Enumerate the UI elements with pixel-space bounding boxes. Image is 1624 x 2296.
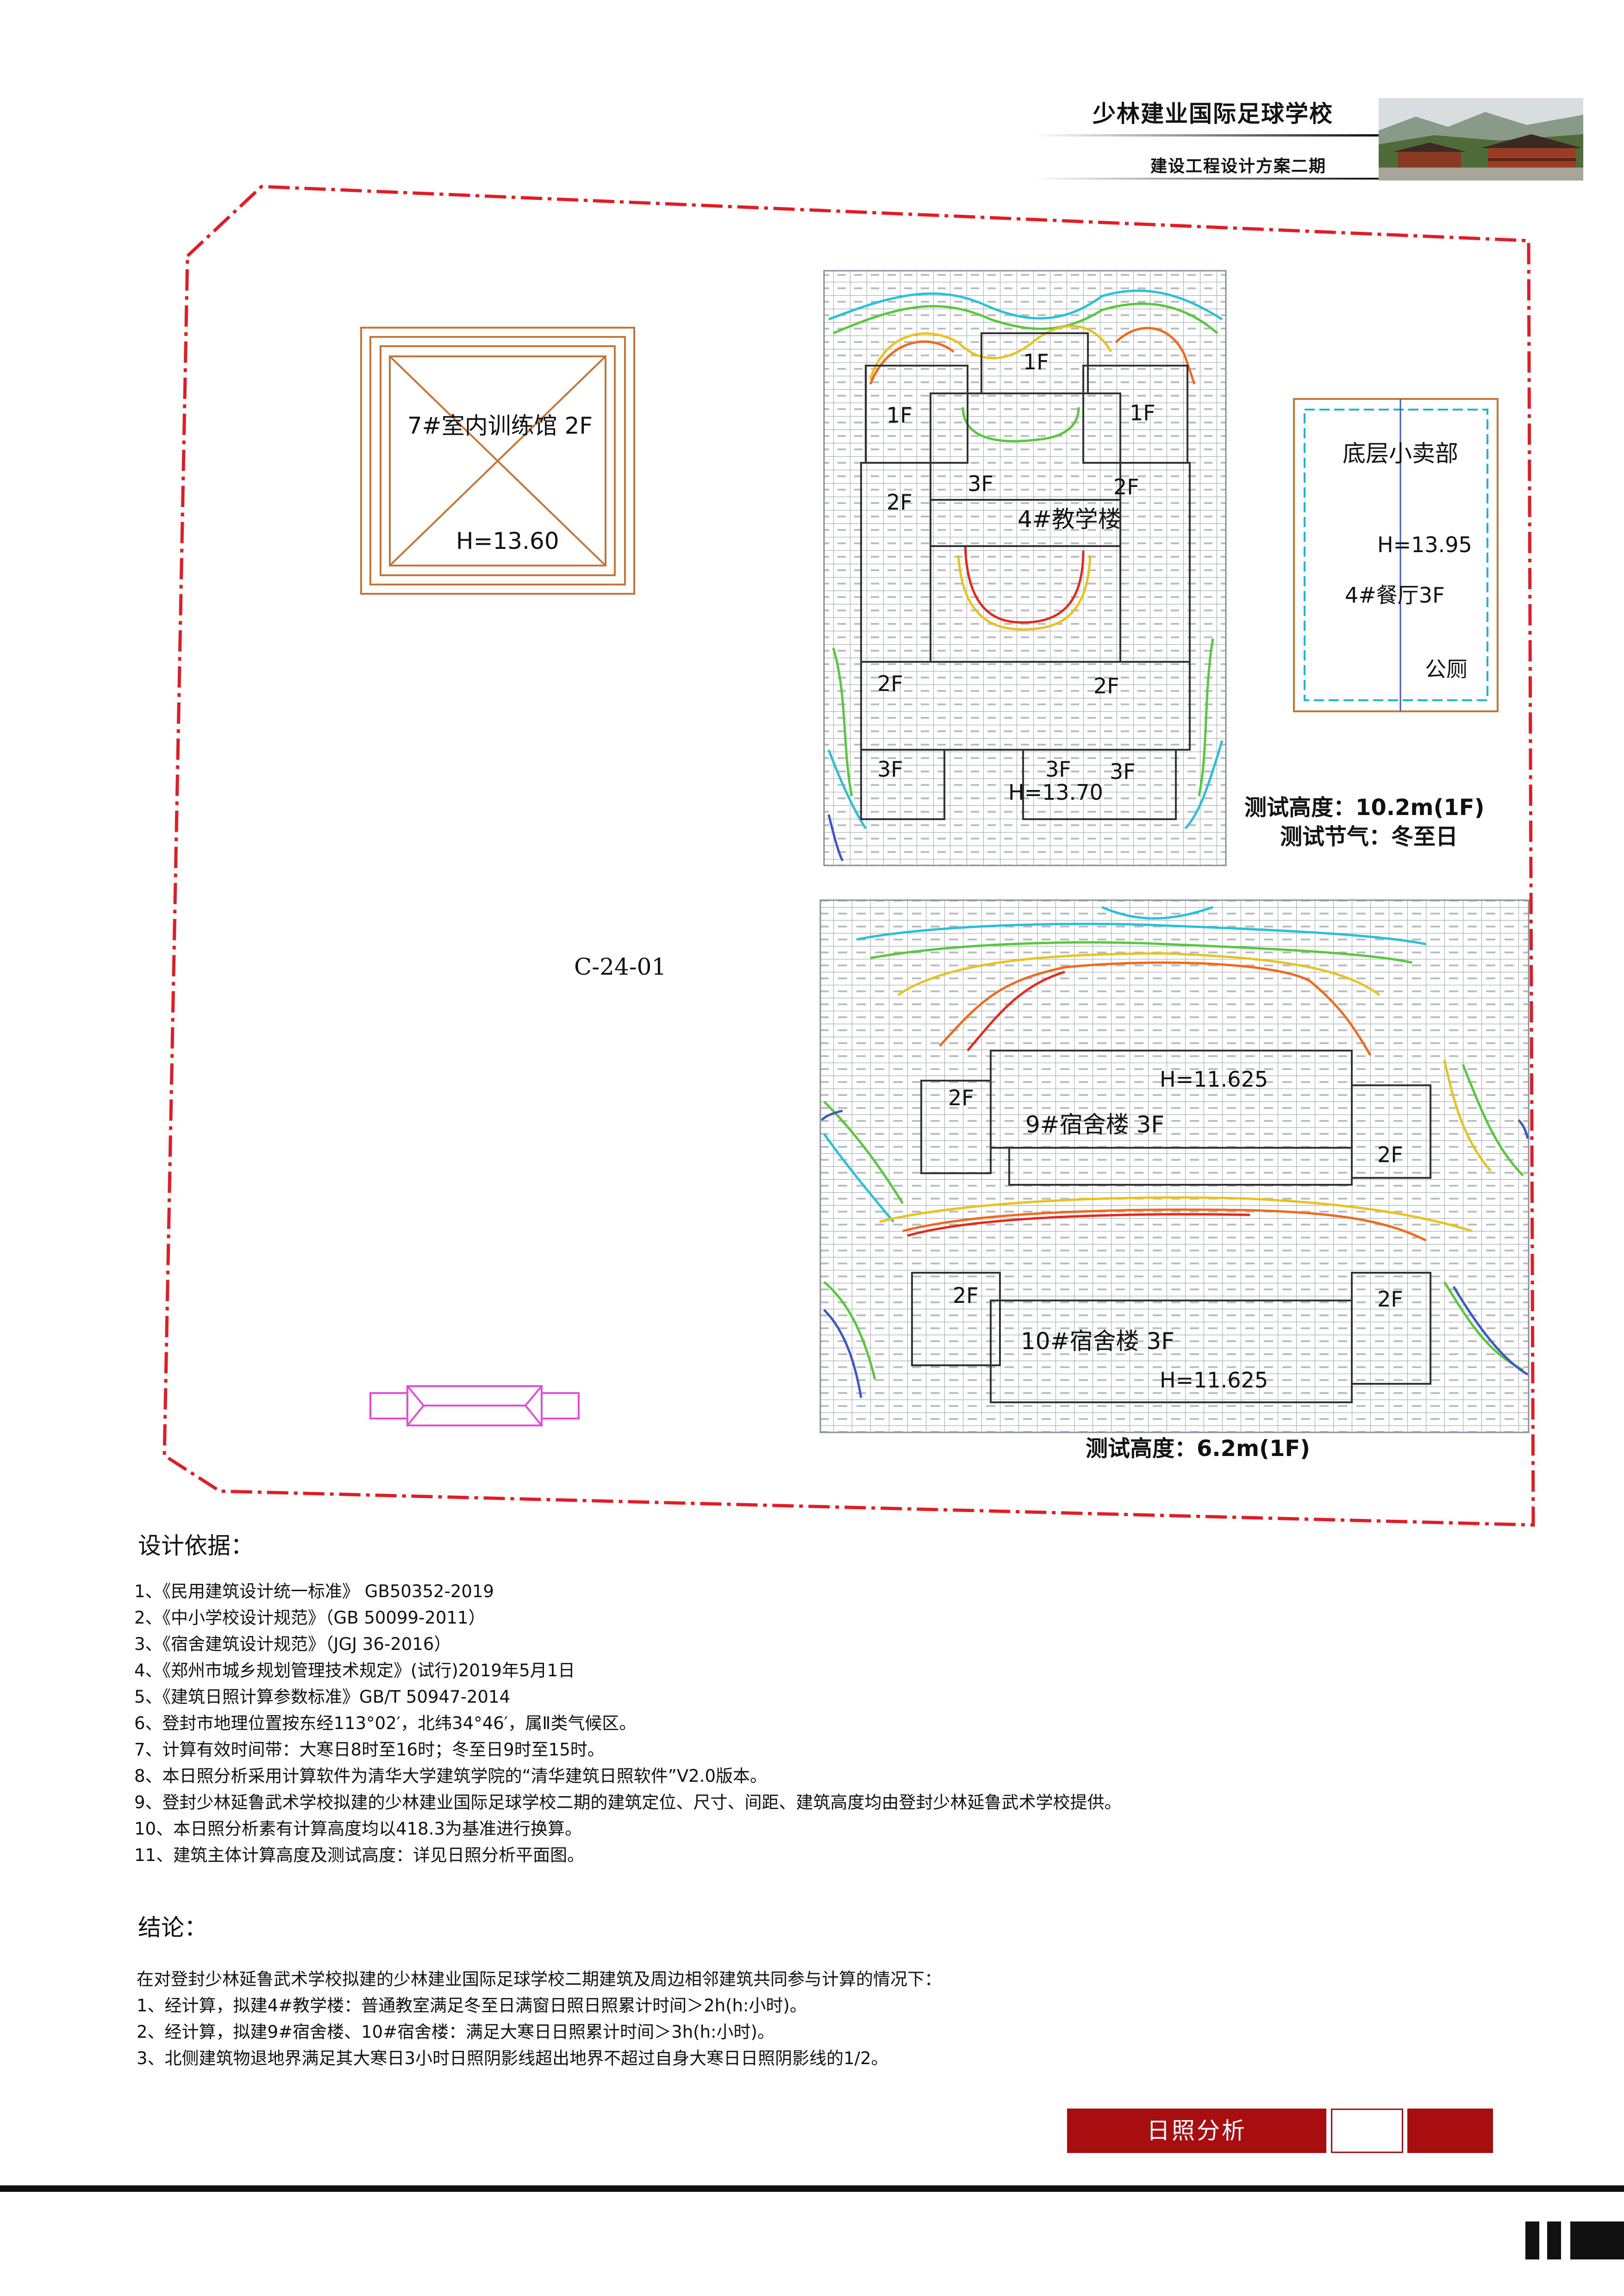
conclusion-item: 在对登封少林延鲁武术学校拟建的少林建业国际足球学校二期建筑及周边相邻建筑共同参与… xyxy=(137,1969,942,1989)
sheet-title-tab: 日照分析 xyxy=(1067,2109,1326,2153)
sheet-number-box xyxy=(1331,2109,1403,2153)
dorm-outlines xyxy=(911,1050,1431,1403)
dorm9-floor-label: 2F xyxy=(1377,1142,1403,1167)
site-boundary xyxy=(162,185,1535,1527)
teaching-floor-label: 3F xyxy=(1045,757,1071,782)
site-plan-drawing xyxy=(162,185,1535,1527)
basis-list: 1、《民用建筑设计统一标准》 GB50352-2019 2、《中小学校设计规范》… xyxy=(134,1578,1122,1868)
canteen-toilet-label: 公厕 xyxy=(1425,657,1468,682)
conclusion-item: 3、北侧建筑物退地界满足其大寒日3小时日照阴影线超出地界不超过自身大寒日日照阴影… xyxy=(137,2048,888,2068)
header-temple-photo xyxy=(1379,98,1583,180)
teaching-floor-label: 1F xyxy=(1023,349,1049,374)
basis-item: 1、《民用建筑设计统一标准》 GB50352-2019 xyxy=(134,1581,494,1601)
teaching-floor-label: 2F xyxy=(1093,673,1119,698)
teaching-building-outline xyxy=(860,332,1191,820)
canteen-outline-cyan xyxy=(1304,409,1488,701)
dorm10-floor-label: 2F xyxy=(1377,1287,1403,1312)
teaching-floor-label: 1F xyxy=(887,403,912,428)
header-rule-top xyxy=(1032,134,1403,137)
sunlight-contours-bottom xyxy=(821,906,1529,1398)
dorm9-height: H=11.625 xyxy=(1160,1067,1268,1092)
basis-item: 11、建筑主体计算高度及测试高度：详见日照分析平面图。 xyxy=(134,1845,585,1865)
teaching-height: H=13.70 xyxy=(1008,780,1103,805)
dorm9-name: 9#宿舍楼 3F xyxy=(1025,1111,1165,1138)
footer-red-block xyxy=(1407,2109,1493,2153)
teaching-floor-label: 1F xyxy=(1130,400,1156,425)
footer-rule xyxy=(0,2185,1624,2192)
plot-code: C-24-01 xyxy=(574,953,667,980)
sunlight-contours-top xyxy=(827,289,1224,862)
dorm10-floor-label: 2F xyxy=(953,1283,979,1308)
test-height-bottom: 测试高度：6.2m(1F) xyxy=(1086,1436,1311,1462)
footer-bar-2 xyxy=(1547,2221,1561,2259)
conclusion-list: 在对登封少林延鲁武术学校拟建的少林建业国际足球学校二期建筑及周边相邻建筑共同参与… xyxy=(137,1966,942,2072)
footer-bar-3 xyxy=(1570,2221,1624,2259)
conclusion-item: 2、经计算，拟建9#宿舍楼、10#宿舍楼：满足大寒日日照累计时间＞3h(h:小时… xyxy=(137,2022,775,2042)
header: 少林建业国际足球学校 建设工程设计方案二期 xyxy=(1009,83,1624,190)
canteen-outline-orange xyxy=(1293,398,1499,712)
basis-item: 10、本日照分析素有计算高度均以418.3为基准进行换算。 xyxy=(134,1819,582,1839)
basis-title: 设计依据： xyxy=(138,1532,254,1559)
dorm10-height: H=11.625 xyxy=(1160,1368,1268,1393)
project-subtitle: 建设工程设计方案二期 xyxy=(1150,157,1327,176)
gym-height: H=13.60 xyxy=(456,528,559,554)
header-rule-bottom xyxy=(1032,178,1403,180)
project-title: 少林建业国际足球学校 xyxy=(1093,100,1333,127)
footer-bar-1 xyxy=(1525,2221,1539,2259)
test-height-top: 测试高度：10.2m(1F) xyxy=(1244,795,1485,821)
basis-item: 2、《中小学校设计规范》（GB 50099-2011） xyxy=(134,1608,486,1628)
test-season-top: 测试节气：冬至日 xyxy=(1280,824,1458,850)
basis-item: 9、登封少林延鲁武术学校拟建的少林建业国际足球学校二期的建筑定位、尺寸、间距、建… xyxy=(134,1792,1122,1812)
teaching-floor-label: 3F xyxy=(968,471,993,496)
dorm9-floor-label: 2F xyxy=(948,1085,974,1110)
teaching-floor-label: 2F xyxy=(887,490,912,515)
canteen-height: H=13.95 xyxy=(1377,532,1472,557)
teaching-floor-label: 3F xyxy=(877,757,903,782)
sunlight-grid-bottom xyxy=(819,899,1530,1433)
basis-item: 6、登封市地理位置按东经113°02′，北纬34°46′，属Ⅱ类气候区。 xyxy=(134,1713,637,1733)
canteen-shop-label: 底层小卖部 xyxy=(1343,440,1458,467)
conclusion-title: 结论： xyxy=(138,1914,207,1941)
teaching-floor-label: 2F xyxy=(1113,474,1139,499)
small-building-magenta xyxy=(369,1385,580,1426)
gym-roof-outline xyxy=(360,327,635,595)
basis-item: 3、《宿舍建筑设计规范》（JGJ 36-2016） xyxy=(134,1634,451,1654)
teaching-floor-label: 2F xyxy=(877,671,903,696)
basis-item: 8、本日照分析采用计算软件为清华大学建筑学院的“清华建筑日照软件”V2.0版本。 xyxy=(134,1766,768,1786)
teaching-name: 4#教学楼 xyxy=(1018,506,1121,533)
teaching-floor-label: 3F xyxy=(1110,759,1136,784)
basis-item: 4、《郑州市城乡规划管理技术规定》(试行)2019年5月1日 xyxy=(134,1661,575,1680)
canteen-label: 4#餐厅3F xyxy=(1345,583,1445,608)
conclusion-item: 1、经计算，拟建4#教学楼：普通教室满足冬至日满窗日照日照累计时间＞2h(h:小… xyxy=(137,1996,807,2016)
dorm10-name: 10#宿舍楼 3F xyxy=(1021,1328,1174,1355)
gym-label: 7#室内训练馆 2F xyxy=(407,412,593,439)
sunlight-grid-top xyxy=(823,270,1227,866)
basis-item: 7、计算有效时间带：大寒日8时至16时；冬至日9时至15时。 xyxy=(134,1740,605,1760)
basis-item: 5、《建筑日照计算参数标准》GB/T 50947-2014 xyxy=(134,1687,511,1707)
